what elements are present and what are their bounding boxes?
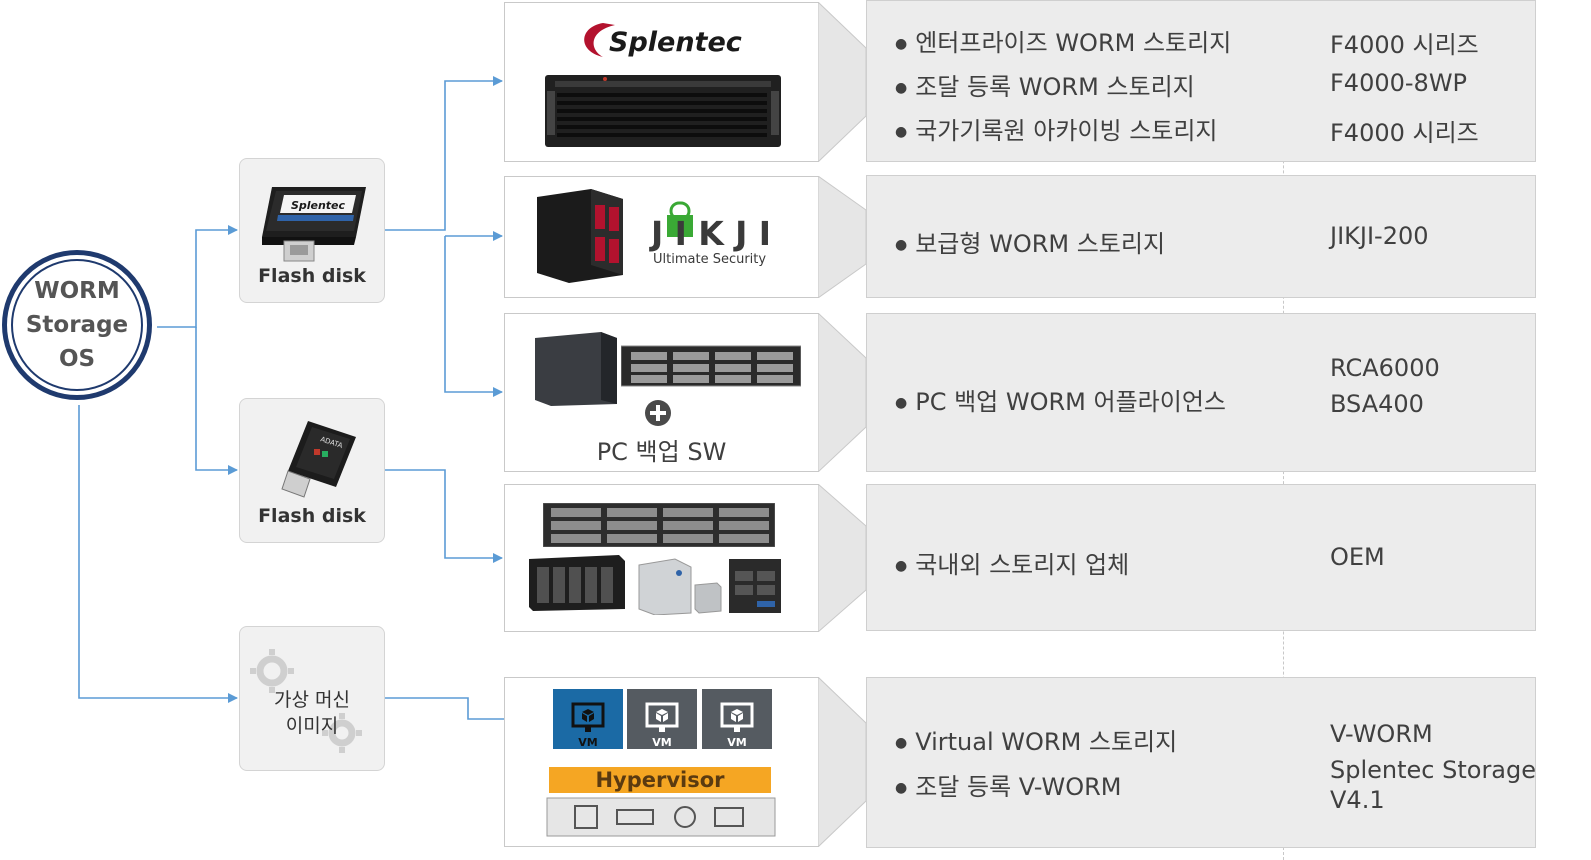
vm-label-2: VM [652, 736, 672, 749]
jikji-logo: JIKJI Ultimate Security [649, 201, 771, 267]
flash-disk-label-2: Flash disk [258, 505, 366, 527]
row5-bullet-1: ●Virtual WORM 스토리지 [895, 728, 1178, 756]
product-card-jikji: JIKJI Ultimate Security [504, 176, 819, 298]
os-line1: WORM [34, 278, 120, 304]
oem-nas-image [729, 559, 781, 613]
vm-label-3: VM [727, 736, 747, 749]
connector-os-to-vm [78, 405, 238, 703]
row3-bullet-1: ●PC 백업 WORM 어플라이언스 [895, 388, 1226, 416]
tower-server-image [535, 332, 617, 406]
row1-model-2: F4000-8WP [1330, 69, 1468, 97]
flash-disk-tile-1: Splentec Flash disk [239, 158, 385, 303]
pc-backup-caption: PC 백업 SW [596, 438, 727, 466]
os-line3: OS [58, 346, 96, 372]
row3-pointer [818, 313, 867, 472]
oem-rack-server-image [543, 503, 775, 547]
gear-icon [250, 649, 362, 753]
product-card-virtual-worm: VM VM VM Hypervisor [504, 677, 819, 847]
vm-box-1: VM [553, 689, 623, 749]
row1-bullet-1: ●엔터프라이즈 WORM 스토리지 [895, 29, 1232, 57]
row5-model-3: V4.1 [1330, 786, 1385, 814]
plus-icon [645, 400, 671, 426]
rack-server-image [545, 75, 781, 147]
product-card-pc-backup: PC 백업 SW [504, 313, 819, 472]
connector-flash2 [385, 469, 503, 563]
vm-box-3: VM [702, 689, 772, 749]
row5-pointer [818, 677, 867, 847]
vm-image-label-line2: 이미지 [285, 715, 339, 737]
worm-storage-os-node: WORM Storage OS [2, 250, 152, 400]
hypervisor-bar: Hypervisor [549, 767, 771, 793]
oem-disk-array-image [529, 555, 625, 611]
row1-bullet-2-text: 조달 등록 WORM 스토리지 [915, 73, 1195, 101]
jikji-tagline: Ultimate Security [653, 252, 766, 267]
splentec-logo-text: Splentec [609, 27, 742, 58]
row3-model-1: RCA6000 [1330, 354, 1440, 382]
row4-pointer [818, 484, 867, 632]
monitor-icon [645, 702, 679, 732]
row3-bullet-1-text: PC 백업 WORM 어플라이언스 [915, 388, 1226, 416]
info-row-1: ●엔터프라이즈 WORM 스토리지 ●조달 등록 WORM 스토리지 ●국가기록… [866, 0, 1536, 162]
flash-disk-icon: Splentec [262, 187, 366, 262]
row2-pointer [818, 176, 867, 298]
splentec-logo: Splentec [584, 23, 742, 58]
row5-model-2: Splentec Storage [1330, 756, 1537, 784]
connector-os-to-tiles [157, 225, 238, 328]
row4-bullet-1: ●국내외 스토리지 업체 [895, 551, 1130, 579]
row4-bullet-1-text: 국내외 스토리지 업체 [915, 551, 1130, 579]
row5-bullet-2: ●조달 등록 V-WORM [895, 773, 1122, 801]
row5-model-1: V-WORM [1330, 720, 1433, 748]
info-row-4: ●국내외 스토리지 업체 OEM [866, 484, 1536, 631]
rack-storage-image [621, 345, 801, 387]
vm-image-tile: 가상 머신 이미지 [239, 626, 385, 771]
row1-model-3: F4000 시리즈 [1330, 119, 1479, 147]
row4-model-1: OEM [1330, 543, 1385, 571]
row1-bullet-3-text: 국가기록원 아카이빙 스토리지 [915, 117, 1218, 145]
row3-model-2: BSA400 [1330, 390, 1424, 418]
info-row-5: ●Virtual WORM 스토리지 ●조달 등록 V-WORM V-WORM … [866, 677, 1536, 848]
row1-model-1: F4000 시리즈 [1330, 31, 1479, 59]
row2-model-1: JIKJI-200 [1330, 222, 1429, 250]
row1-bullet-2: ●조달 등록 WORM 스토리지 [895, 73, 1195, 101]
monitor-icon [720, 702, 754, 732]
row1-pointer [818, 2, 867, 162]
vm-box-2: VM [627, 689, 697, 749]
connector-flash1 [385, 76, 503, 231]
row5-bullet-1-text: Virtual WORM 스토리지 [915, 728, 1178, 756]
os-line2: Storage [25, 312, 129, 338]
row2-bullet-1-text: 보급형 WORM 스토리지 [915, 230, 1166, 258]
vm-label-1: VM [578, 736, 598, 749]
flash-disk-label-1: Flash disk [258, 265, 366, 287]
row5-bullet-2-text: 조달 등록 V-WORM [915, 773, 1122, 801]
product-card-splentec-f4000: Splentec [504, 2, 819, 162]
row1-bullet-1-text: 엔터프라이즈 WORM 스토리지 [915, 29, 1232, 57]
info-row-3: ●PC 백업 WORM 어플라이언스 RCA6000 BSA400 [866, 313, 1536, 472]
sata-module-icon: ADATA [281, 421, 356, 498]
info-row-2: ●보급형 WORM 스토리지 JIKJI-200 [866, 175, 1536, 298]
hardware-server-image [546, 797, 776, 837]
product-card-oem [504, 484, 819, 632]
vm-image-label-line1: 가상 머신 [274, 689, 350, 711]
row2-bullet-1: ●보급형 WORM 스토리지 [895, 230, 1166, 258]
monitor-icon [571, 702, 605, 732]
nas-device-image [537, 189, 623, 283]
row1-bullet-3: ●국가기록원 아카이빙 스토리지 [895, 117, 1218, 145]
flash-disk-tile-2: ADATA Flash disk [239, 398, 385, 543]
oem-external-drive-image [638, 558, 722, 615]
splentec-logo-text: Splentec [291, 199, 346, 212]
